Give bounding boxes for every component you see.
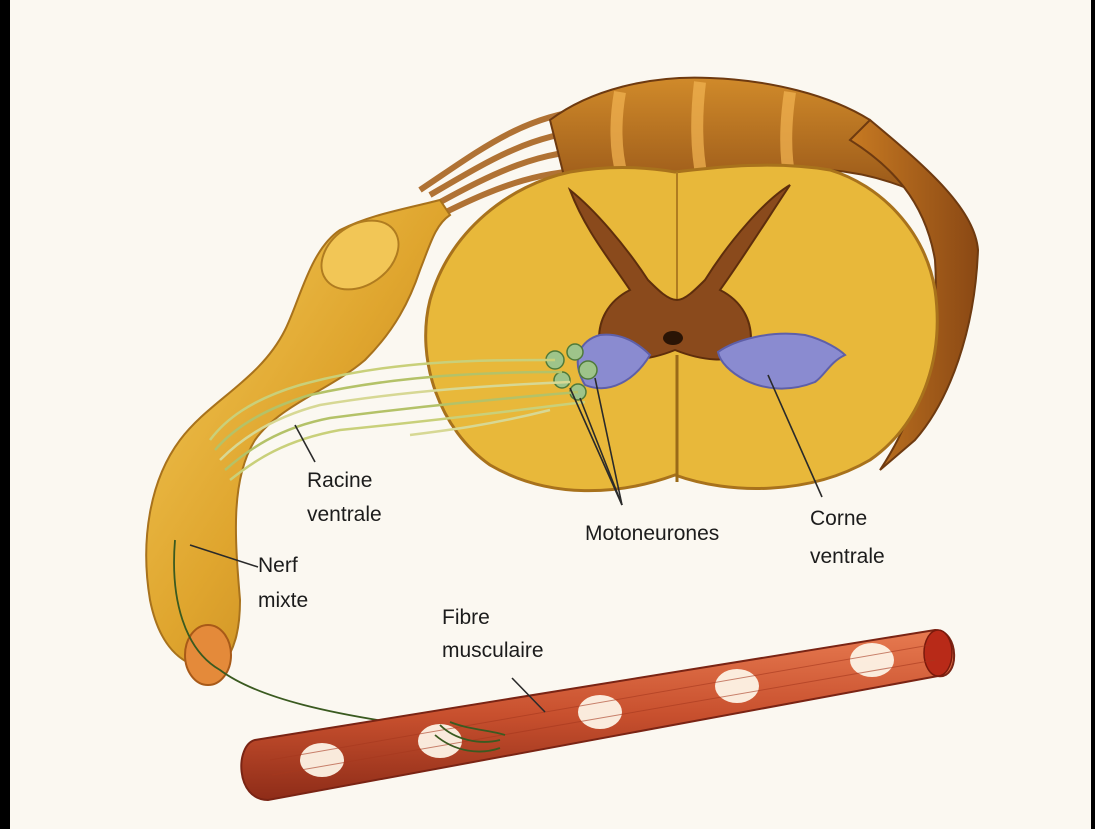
label-fibre-line2: musculaire bbox=[442, 636, 544, 666]
label-fibre-line1: Fibre bbox=[442, 603, 490, 633]
label-racine-line1: Racine bbox=[307, 466, 372, 496]
spinal-cord-diagram bbox=[10, 0, 1091, 829]
label-corne-line1: Corne bbox=[810, 504, 867, 534]
nerve-cut-face bbox=[185, 625, 231, 685]
central-canal bbox=[663, 331, 683, 345]
label-motoneurones: Motoneurones bbox=[585, 519, 719, 549]
label-corne-line2: ventrale bbox=[810, 542, 885, 572]
diagram-frame: Racine ventrale Nerf mixte Fibre muscula… bbox=[10, 0, 1091, 829]
label-racine-line2: ventrale bbox=[307, 500, 382, 530]
label-nerf-line1: Nerf bbox=[258, 551, 298, 581]
label-nerf-line2: mixte bbox=[258, 586, 308, 616]
